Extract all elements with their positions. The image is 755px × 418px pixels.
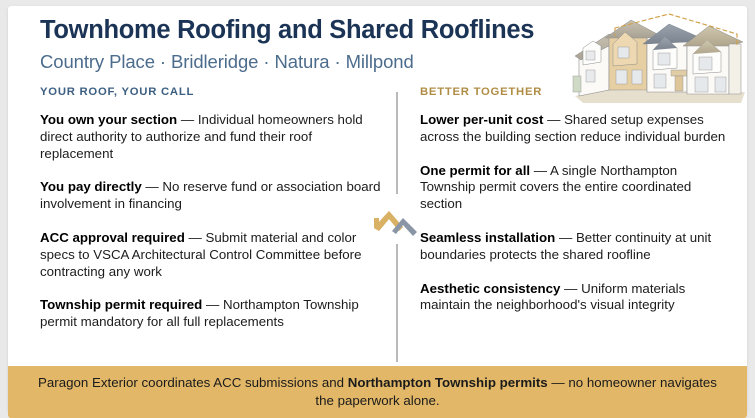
list-item: Lower per-unit cost — Shared setup expen…	[420, 112, 735, 146]
column-left-eyebrow: YOUR ROOF, YOUR CALL	[40, 86, 195, 98]
header: Townhome Roofing and Shared Rooflines Co…	[8, 6, 747, 103]
footer-text-bold: Northampton Township permits	[347, 375, 548, 390]
point-body: No reserve fund or association board inv…	[40, 179, 381, 212]
footer-banner: Paragon Exterior coordinates ACC submiss…	[8, 366, 747, 418]
point-dash: —	[141, 179, 163, 195]
content-columns: YOUR ROOF, YOUR CALL You own your sectio…	[8, 86, 747, 362]
footer-text-before: Paragon Exterior coordinates ACC submiss…	[38, 375, 348, 390]
page-title: Townhome Roofing and Shared Rooflines	[40, 16, 535, 44]
list-item: You own your section — Individual homeow…	[40, 112, 383, 162]
point-dash: —	[202, 297, 223, 313]
point-lead: Aesthetic consistency	[420, 280, 561, 296]
list-item: Aesthetic consistency — Uniform material…	[420, 281, 735, 315]
point-dash: —	[555, 229, 576, 245]
column-divider-lower	[396, 244, 398, 362]
point-dash: —	[530, 162, 551, 178]
point-lead: ACC approval required	[40, 229, 185, 245]
point-dash: —	[184, 229, 206, 245]
point-lead: You own your section	[40, 112, 178, 127]
point-body: Shared setup expenses across the buildin…	[420, 112, 726, 144]
footer-text-after: — no homeowner navigates the paperwork a…	[315, 375, 717, 408]
point-lead: One permit for all	[420, 162, 531, 178]
infographic-card: Townhome Roofing and Shared Rooflines Co…	[8, 6, 747, 412]
list-item: You pay directly — No reserve fund or as…	[40, 179, 383, 213]
column-your-roof-your-call: YOUR ROOF, YOUR CALL You own your sectio…	[40, 86, 383, 331]
point-body: A single Northampton Township permit cov…	[420, 162, 692, 212]
point-body: Individual homeowners hold direct author…	[40, 112, 363, 161]
point-body: Better continuity at unit boundaries pro…	[420, 229, 712, 262]
point-dash: —	[560, 280, 582, 296]
point-body: Uniform materials maintain the neighborh…	[420, 280, 686, 313]
column-right-eyebrow: BETTER TOGETHER	[420, 86, 543, 98]
list-item: One permit for all — A single Northampto…	[420, 163, 735, 213]
point-lead: Township permit required	[40, 297, 203, 313]
point-body: Submit material and color specs to VSCA …	[40, 229, 362, 279]
footer-text: Paragon Exterior coordinates ACC submiss…	[8, 374, 747, 410]
townhome-row-illustration	[572, 13, 745, 103]
list-item: Township permit required — Northampton T…	[40, 297, 383, 331]
point-body: Northampton Township permit mandatory fo…	[40, 297, 359, 330]
list-item: Seamless installation — Better continuit…	[420, 230, 735, 264]
column-divider-upper	[396, 92, 398, 194]
point-dash: —	[543, 112, 565, 127]
point-lead: Lower per-unit cost	[420, 112, 544, 127]
page-subtitle: Country Place · Bridleridge · Natura · M…	[40, 51, 414, 72]
point-lead: You pay directly	[40, 179, 142, 195]
twin-roof-peaks-icon	[374, 211, 417, 236]
point-lead: Seamless installation	[420, 229, 556, 245]
column-better-together: BETTER TOGETHER Lower per-unit cost — Sh…	[420, 86, 735, 314]
list-item: ACC approval required — Submit material …	[40, 230, 383, 280]
point-dash: —	[177, 112, 198, 127]
